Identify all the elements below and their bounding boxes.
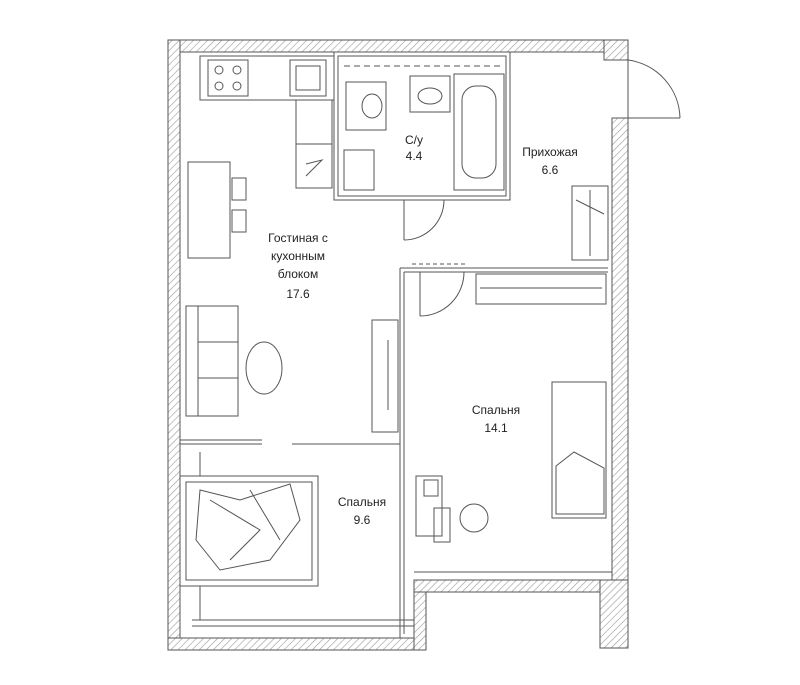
interior-walls bbox=[180, 51, 612, 638]
rug bbox=[245, 341, 283, 395]
sofa-area bbox=[185, 305, 283, 417]
wardrobe bbox=[371, 319, 399, 433]
stove-icon bbox=[207, 59, 249, 97]
living-name-2: кухонным bbox=[271, 249, 325, 263]
room-labels: С/у 4.4 Прихожая 6.6 Гостиная с кухонным… bbox=[268, 133, 578, 527]
washing-machine bbox=[343, 149, 375, 191]
washbasin-icon bbox=[409, 75, 451, 113]
hallway-area: 6.6 bbox=[542, 163, 559, 177]
living-name-3: блоком bbox=[278, 267, 318, 281]
kitchen-block bbox=[199, 55, 335, 189]
sink-icon bbox=[289, 59, 327, 97]
bedroom-small-area: 9.6 bbox=[354, 513, 371, 527]
bedroom-large-furniture bbox=[415, 273, 607, 543]
left-wall bbox=[167, 39, 181, 651]
dining-set bbox=[187, 161, 247, 259]
chair-icon bbox=[231, 177, 247, 201]
bathroom-name: С/у bbox=[405, 133, 423, 147]
sofa bbox=[185, 305, 239, 417]
bedroom-large-name: Спальня bbox=[472, 403, 520, 417]
bathroom-fixtures bbox=[343, 65, 505, 191]
hallway-wardrobe bbox=[571, 185, 609, 261]
bedroom-large-area: 14.1 bbox=[484, 421, 508, 435]
bedroom-small-furniture bbox=[179, 475, 319, 587]
exterior-walls bbox=[167, 39, 629, 651]
top-right-corner bbox=[603, 39, 629, 61]
living-name-1: Гостиная с bbox=[268, 231, 328, 245]
chair-icon bbox=[459, 503, 489, 533]
wardrobe-living bbox=[371, 319, 399, 433]
right-wall bbox=[611, 117, 629, 649]
toilet-icon bbox=[345, 81, 387, 131]
bottom-wall-right bbox=[413, 579, 629, 593]
bathroom-door bbox=[403, 199, 445, 241]
hallway-name: Прихожая bbox=[522, 145, 578, 159]
top-wall bbox=[167, 39, 615, 53]
bathroom-area: 4.4 bbox=[406, 149, 423, 163]
living-area: 17.6 bbox=[286, 287, 310, 301]
bottom-right-corner bbox=[599, 579, 629, 649]
bed bbox=[179, 475, 319, 587]
bedroom-door bbox=[412, 263, 466, 317]
chair-icon bbox=[231, 209, 247, 233]
entrance-door bbox=[627, 59, 681, 119]
wardrobe bbox=[475, 273, 607, 305]
bathroom-walls bbox=[333, 51, 511, 201]
bedroom-small-name: Спальня bbox=[338, 495, 386, 509]
bed bbox=[551, 381, 607, 519]
bottom-wall-left bbox=[167, 637, 427, 651]
dining-table bbox=[187, 161, 231, 259]
